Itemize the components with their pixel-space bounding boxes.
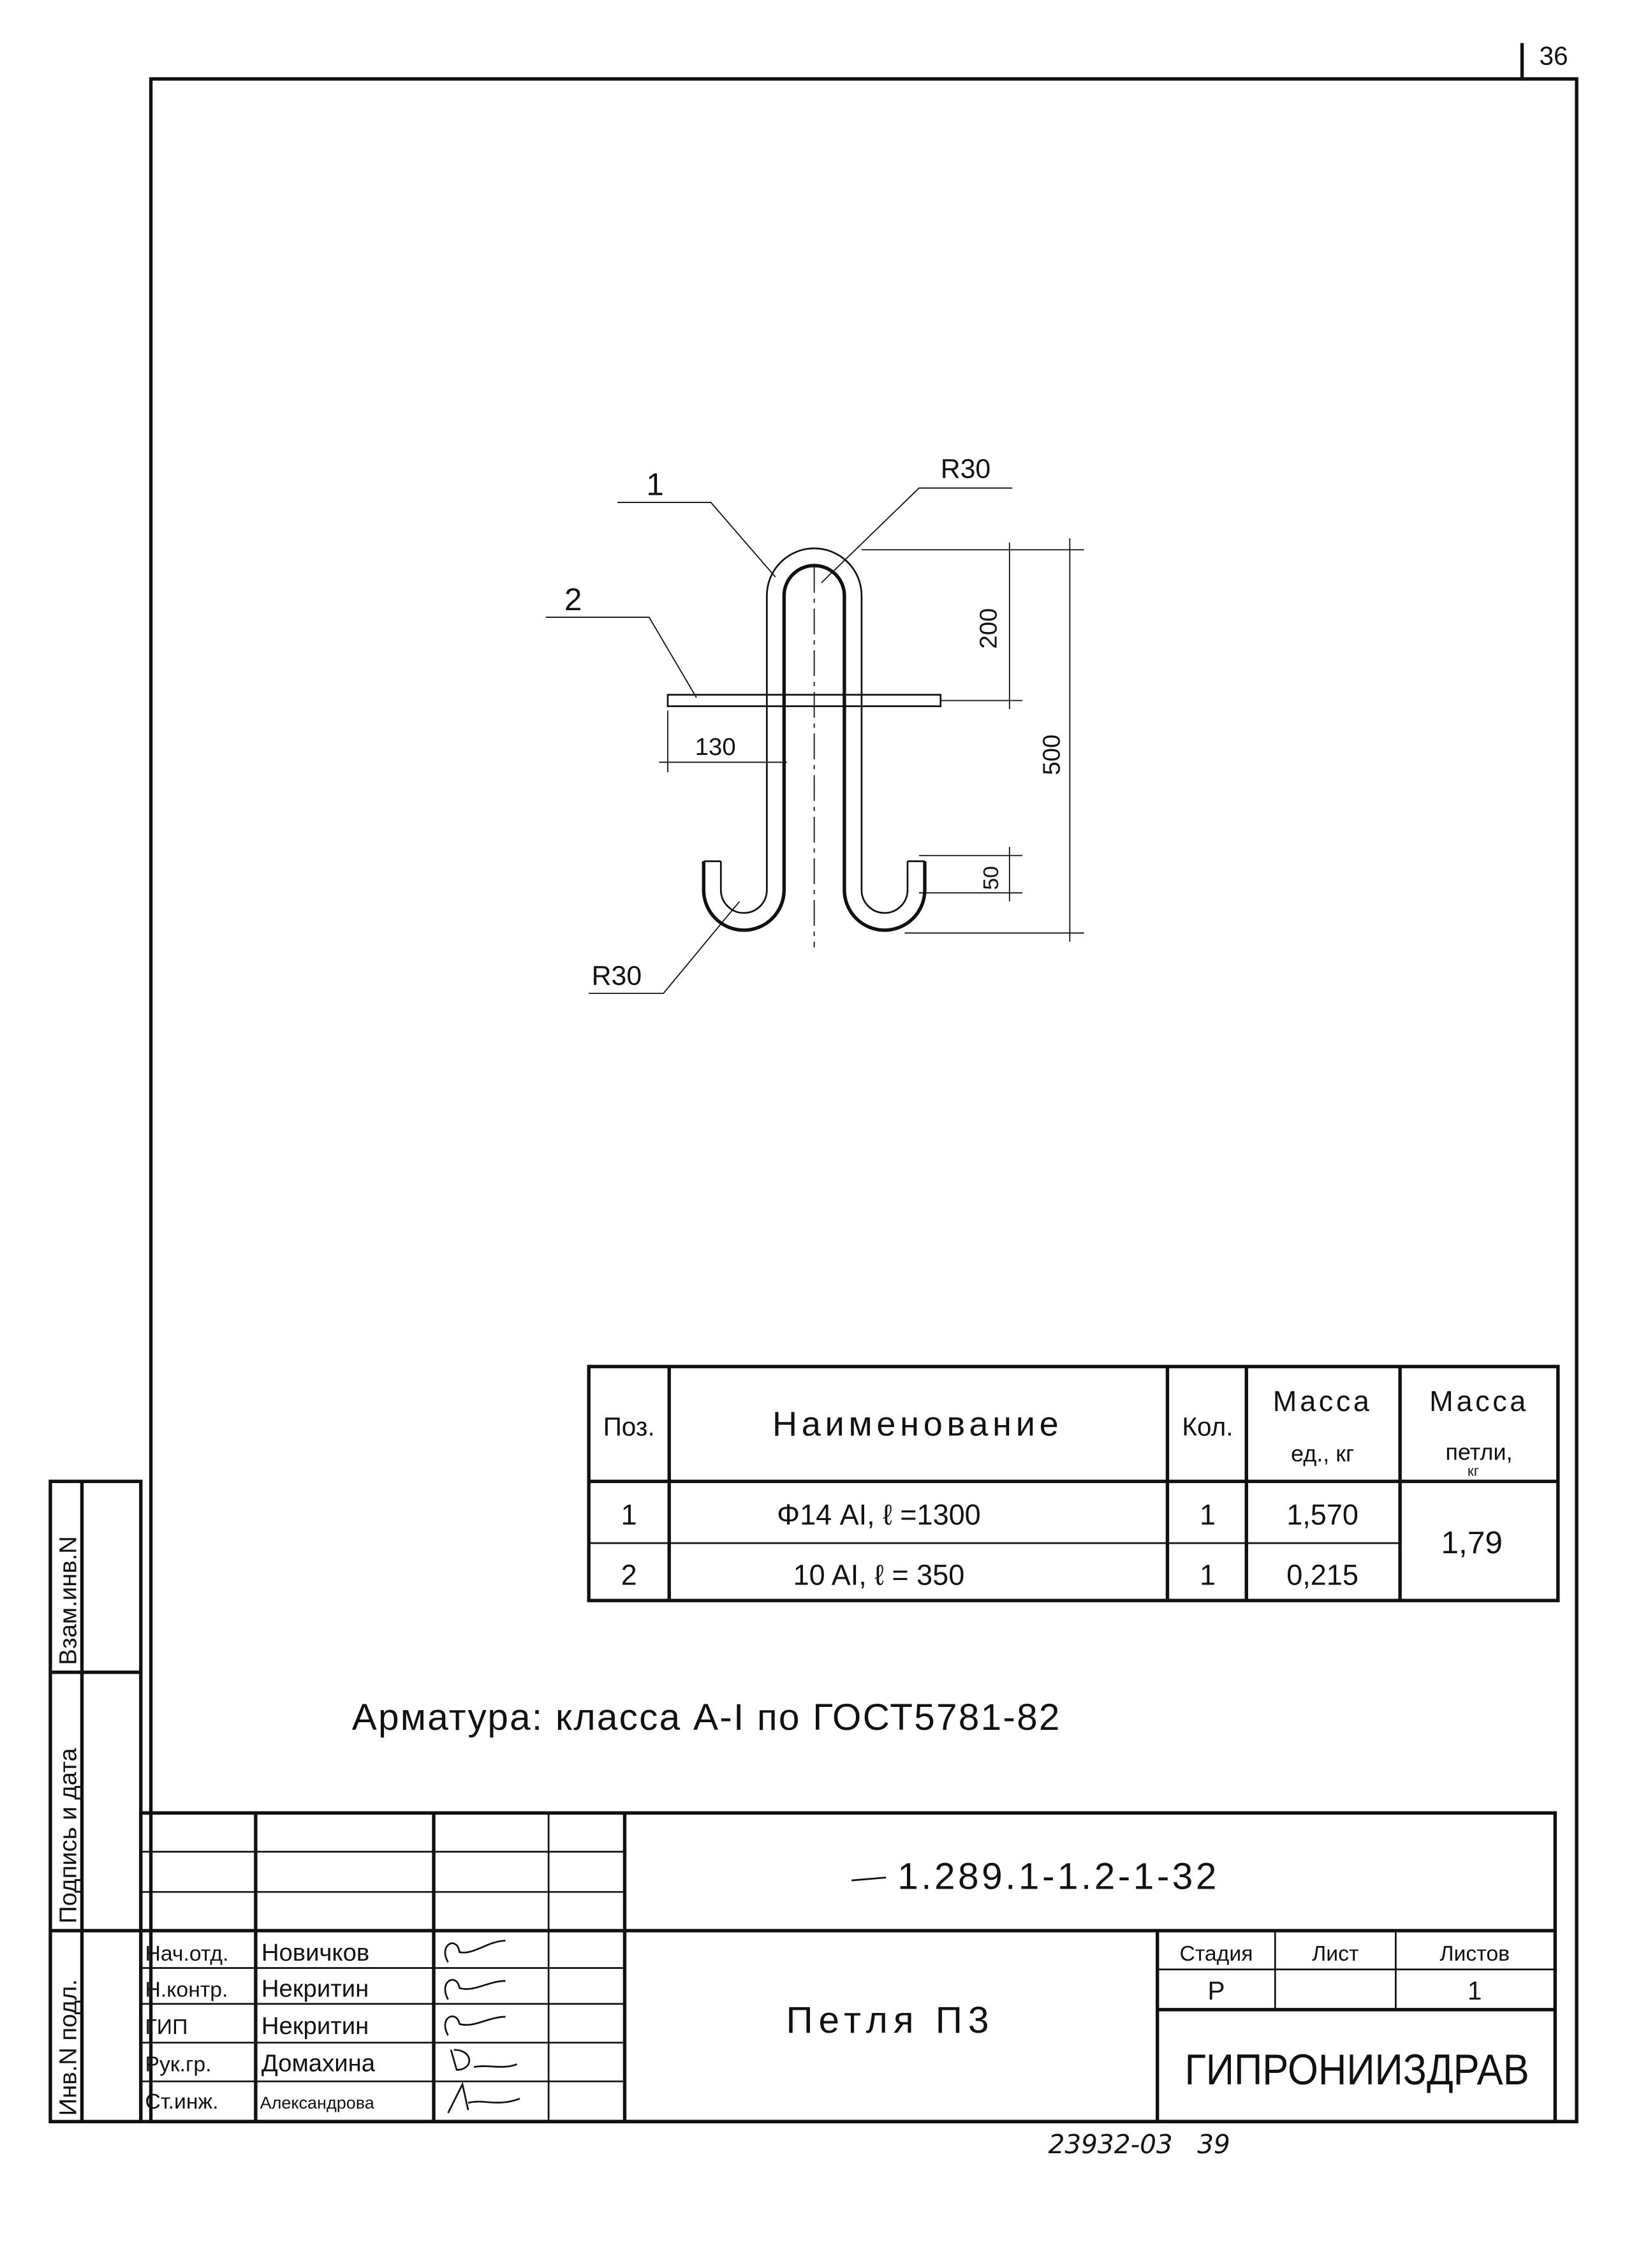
table-row: 2 10 AI, ℓ = 350 1 0,215	[621, 1558, 1358, 1591]
staff-row: ГИП Некритин	[145, 2012, 506, 2040]
cell-qty: 1	[1200, 1498, 1216, 1531]
side-stamp: Взам.инв.N Подпись и дата Инв.N подл.	[48, 1479, 143, 2124]
dim-50: 50	[979, 866, 1003, 890]
staff-role: ГИП	[145, 2015, 188, 2039]
stage-value: Р	[1207, 1976, 1225, 2005]
rod-2-bar	[666, 694, 942, 707]
signature	[447, 2081, 520, 2114]
dim-500: 500	[1038, 735, 1066, 775]
staff-name: Некритин	[261, 2012, 369, 2040]
staff-role: Ст.инж.	[145, 2089, 219, 2114]
sheets-label: Листов	[1439, 1942, 1510, 1966]
drawing-title: Петля П3	[786, 2000, 994, 2041]
staff-row: Ст.инж. Александрова	[145, 2081, 520, 2114]
table-row: 1 Φ14 AI, ℓ =1300 1 1,570	[621, 1498, 1358, 1531]
stage-label: Стадия	[1179, 1942, 1253, 1966]
cell-unit-mass: 1,570	[1286, 1498, 1358, 1531]
loop-drawing: 200 500 50 130 1 2 R30 R30	[545, 454, 1084, 994]
header-name: Наименование	[772, 1405, 1063, 1443]
rod-1-inner	[719, 547, 909, 914]
signature	[444, 1940, 506, 1963]
staff-row: Нач.отд. Новичков	[145, 1939, 506, 1966]
stamp-inv-orig: Инв.N подл.	[54, 1979, 82, 2116]
header-pos: Поз.	[603, 1412, 655, 1441]
stamp-sign-date: Подпись и дата	[54, 1748, 82, 1924]
document-number: 1.289.1-1.2-1-32	[897, 1856, 1219, 1898]
signature	[450, 2049, 518, 2071]
radius-bottom-label: R30	[592, 960, 642, 991]
header-loop-mass-2: петли,	[1445, 1439, 1512, 1465]
header-qty: Кол.	[1182, 1412, 1233, 1441]
reinforcement-note: Арматура: класса А-I по ГОСТ5781-82	[352, 1697, 1061, 1738]
organization-name: ГИПРОНИИЗДРАВ	[1184, 2046, 1529, 2094]
cell-qty: 1	[1200, 1558, 1216, 1591]
sheet-frame	[149, 77, 1579, 2124]
staff-role: Н.контр.	[145, 1978, 228, 2002]
stamp-replace-inv: Взам.инв.N	[54, 1536, 82, 1665]
title-block: Нач.отд. Новичков Н.контр. Некритин ГИП …	[139, 1811, 1557, 2124]
cell-loop-mass: 1,79	[1441, 1525, 1503, 1560]
signature	[444, 2016, 506, 2036]
staff-name: Домахина	[261, 2050, 376, 2077]
page-number: 36	[1540, 41, 1568, 70]
dim-200: 200	[975, 608, 1003, 649]
sheets-value: 1	[1468, 1976, 1482, 2005]
header-loop-mass: Масса	[1429, 1385, 1529, 1417]
sheet-label: Лист	[1312, 1942, 1358, 1966]
staff-name: Александрова	[260, 2093, 375, 2112]
cell-pos: 1	[621, 1498, 637, 1531]
signature	[444, 1979, 506, 2000]
cell-pos: 2	[621, 1558, 637, 1591]
cell-name: 10 AI, ℓ = 350	[793, 1558, 965, 1591]
header-unit-mass-unit: ед., кг	[1291, 1440, 1354, 1467]
staff-name: Некритин	[261, 1975, 369, 2003]
cell-unit-mass: 0,215	[1286, 1558, 1358, 1591]
staff-role: Рук.гр.	[145, 2052, 212, 2077]
footer-code: 23932-03 39	[1049, 2129, 1230, 2160]
staff-name: Новичков	[261, 1939, 369, 1966]
spec-table: Поз. Наименование Кол. Масса ед., кг Мас…	[587, 1364, 1560, 1602]
header-loop-mass-unit: кг	[1468, 1463, 1479, 1479]
callout-1: 1	[646, 467, 664, 502]
staff-row: Н.контр. Некритин	[145, 1975, 506, 2003]
dim-130: 130	[695, 733, 736, 761]
header-unit-mass: Масса	[1273, 1385, 1373, 1417]
staff-role: Нач.отд.	[145, 1942, 229, 1966]
callout-2: 2	[564, 582, 582, 617]
radius-top-label: R30	[941, 454, 990, 485]
cell-name: Φ14 AI, ℓ =1300	[777, 1498, 981, 1531]
rod-1-outline	[702, 564, 927, 932]
staff-row: Рук.гр. Домахина	[145, 2049, 518, 2077]
